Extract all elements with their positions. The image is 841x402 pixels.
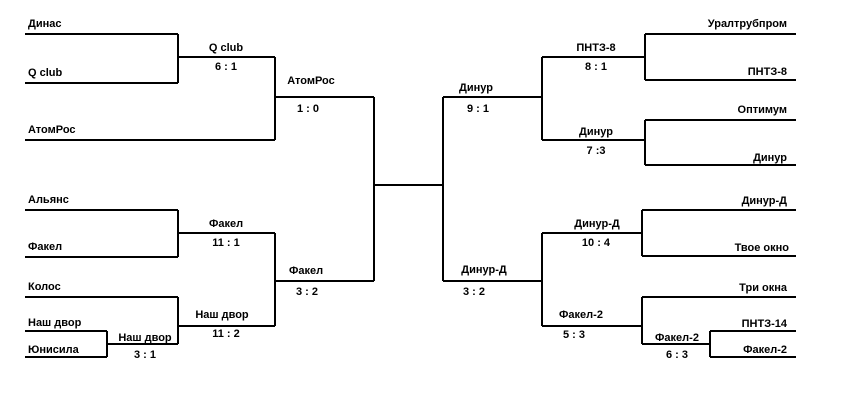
match-winner: Динур (459, 82, 493, 94)
match-score: 11 : 1 (212, 237, 240, 249)
match-winner: ПНТЗ-8 (576, 42, 615, 54)
match-score: 7 :3 (587, 145, 606, 157)
team-name: Динас (28, 18, 61, 30)
team-name: Колос (28, 281, 61, 293)
match-score: 5 : 3 (563, 329, 585, 341)
match-winner: Наш двор (118, 332, 172, 344)
team-name: Альянс (28, 194, 69, 206)
team-name: Наш двор (28, 317, 82, 329)
match-winner: Факел-2 (655, 332, 699, 344)
match-score: 11 : 2 (212, 328, 240, 340)
match-score: 3 : 2 (296, 286, 318, 298)
team-name: Оптимум (738, 104, 787, 116)
team-name: ПНТЗ-14 (742, 318, 788, 330)
match-winner: Динур-Д (461, 264, 507, 276)
match-score: 6 : 3 (666, 349, 688, 361)
match-winner: Факел (289, 265, 323, 277)
team-name: Юнисила (28, 344, 80, 356)
team-name: Три окна (739, 282, 788, 294)
team-name: Факел-2 (743, 344, 787, 356)
team-name: Факел (28, 241, 62, 253)
team-name: Q club (28, 67, 63, 79)
match-winner: Факел-2 (559, 309, 603, 321)
team-name: ПНТЗ-8 (748, 66, 787, 78)
match-winner: Факел (209, 218, 243, 230)
team-name: АтомРос (28, 124, 76, 136)
bracket-lines (25, 33, 796, 358)
match-score: 9 : 1 (467, 103, 489, 115)
match-winner: Динур-Д (574, 218, 620, 230)
match-winner: Наш двор (195, 309, 249, 321)
team-name: Динур-Д (742, 195, 788, 207)
match-score: 1 : 0 (297, 103, 319, 115)
match-score: 10 : 4 (582, 237, 611, 249)
right-bracket: Уралтрубпром ПНТЗ-8 Оптимум Динур Динур-… (459, 18, 789, 361)
team-name: Твое окно (735, 242, 790, 254)
team-name: Динур (753, 152, 787, 164)
left-bracket: Динас Q club АтомРос Альянс Факел Колос … (28, 18, 335, 361)
match-score: 3 : 2 (463, 286, 485, 298)
match-winner: Q club (209, 42, 244, 54)
match-score: 6 : 1 (215, 61, 237, 73)
match-winner: АтомРос (287, 75, 335, 87)
match-score: 3 : 1 (134, 349, 156, 361)
match-winner: Динур (579, 126, 613, 138)
team-name: Уралтрубпром (708, 18, 787, 30)
match-score: 8 : 1 (585, 61, 607, 73)
